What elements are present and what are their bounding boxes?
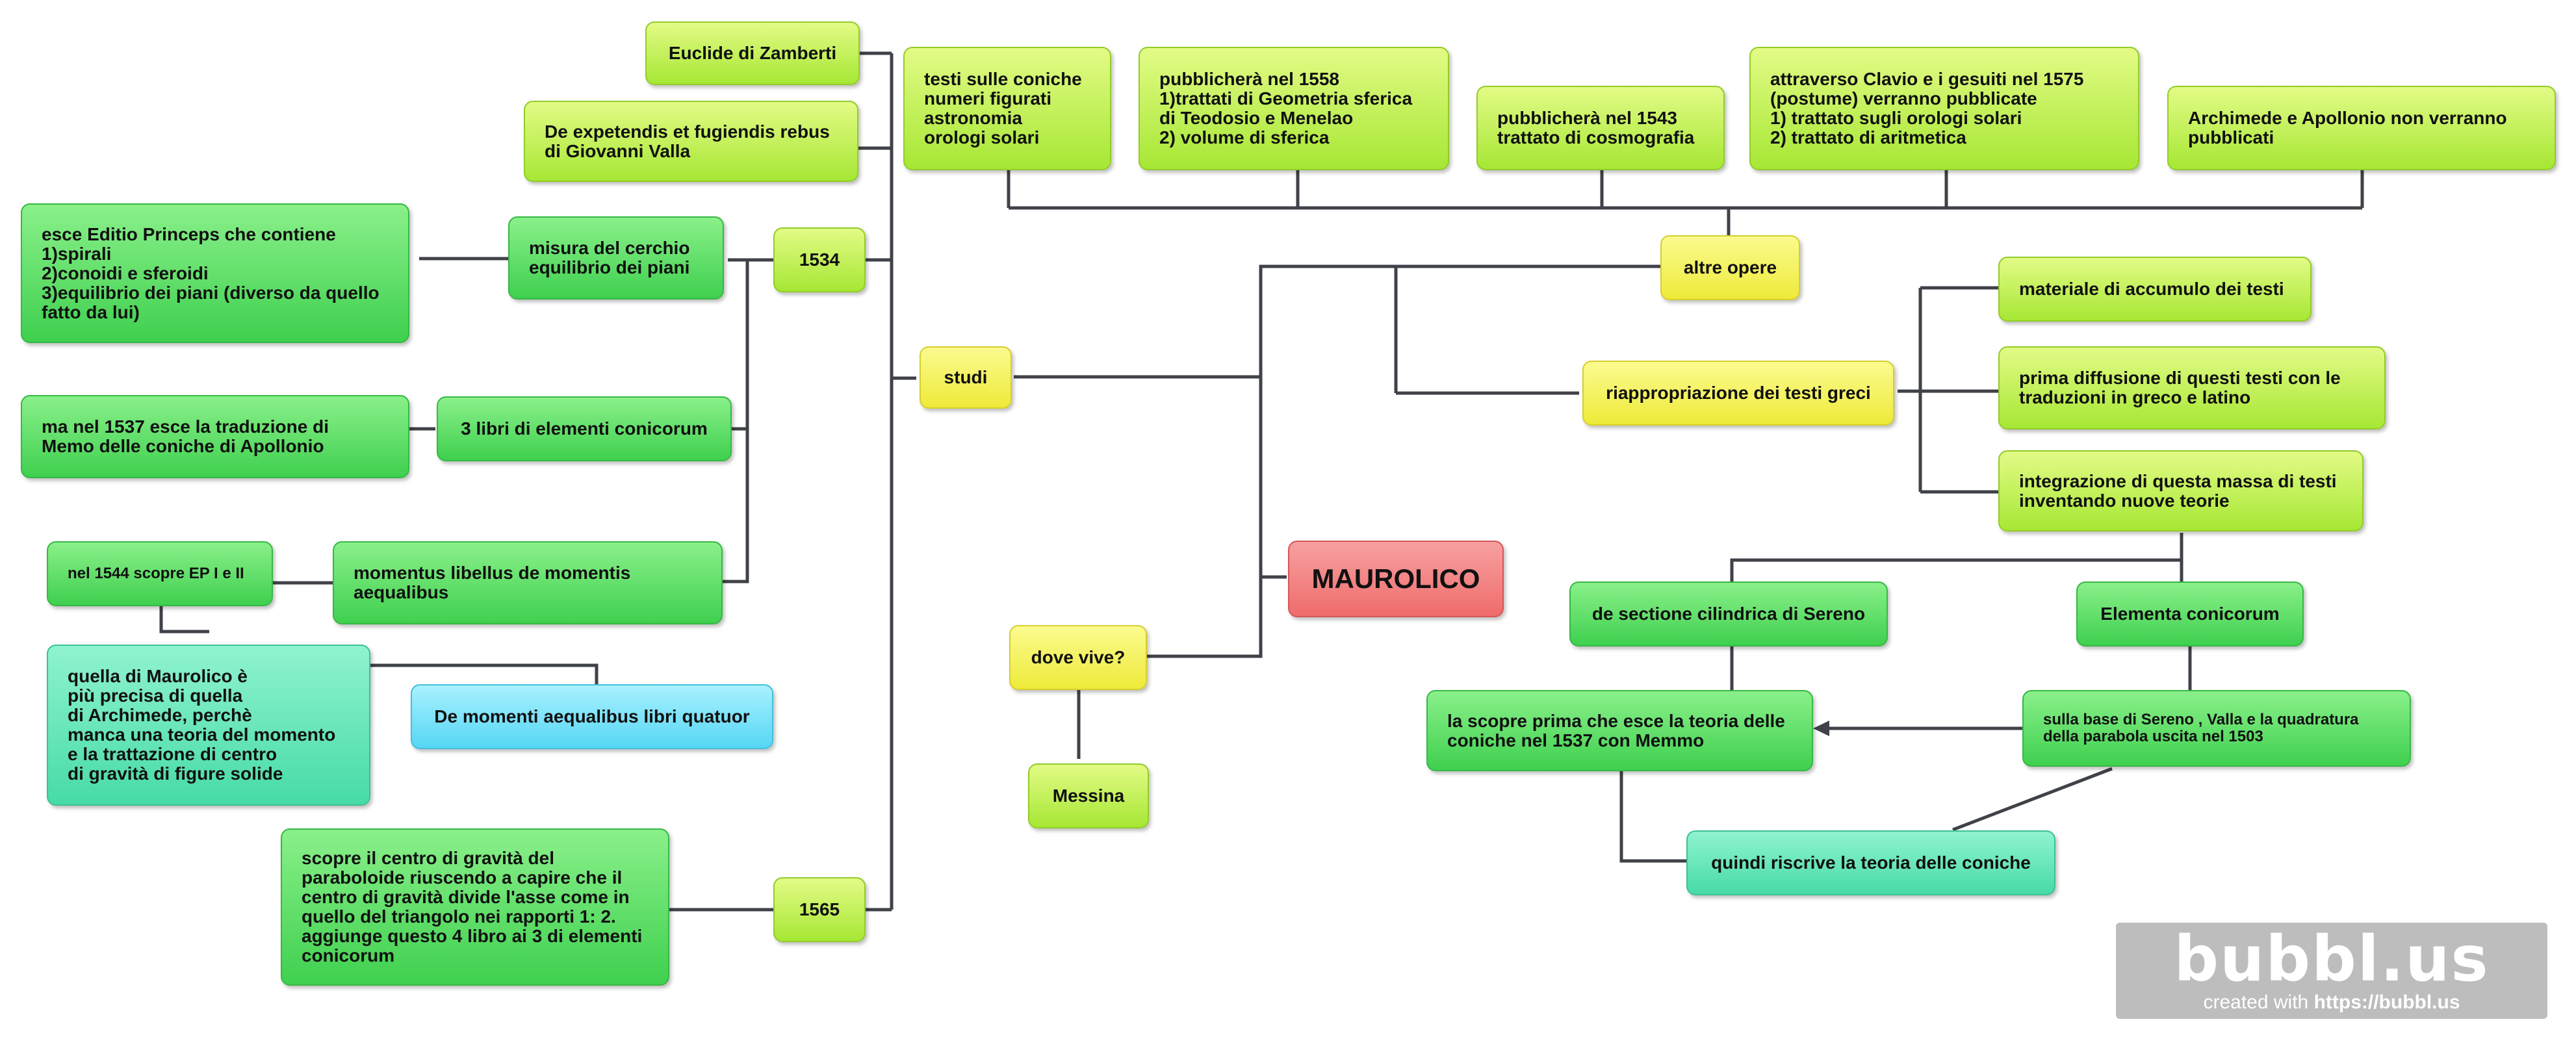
node-label: pubblicherà nel 1543 trattato di cosmogr… — [1497, 108, 1695, 147]
node-label: misura del cerchio equilibrio dei piani — [529, 238, 690, 277]
node-label: sulla base di Sereno , Valla e la quadra… — [2043, 711, 2359, 745]
node-label: 3 libri di elementi conicorum — [461, 418, 708, 439]
node-esce-editio[interactable]: esce Editio Princeps che contiene 1)spir… — [21, 203, 409, 343]
node-label: Euclide di Zamberti — [668, 43, 837, 63]
node-studi[interactable]: studi — [920, 346, 1012, 409]
node-quindi[interactable]: quindi riscrive la teoria delle coniche — [1686, 830, 2055, 895]
node-label: quindi riscrive la teoria delle coniche — [1711, 852, 2031, 873]
node-label: ma nel 1537 esce la traduzione di Memo d… — [42, 416, 329, 456]
node-maurolico[interactable]: MAUROLICO — [1288, 541, 1504, 617]
node-3-libri[interactable]: 3 libri di elementi conicorum — [437, 396, 732, 461]
node-label: riappropriazione dei testi greci — [1606, 383, 1871, 403]
node-riappropriazione[interactable]: riappropriazione dei testi greci — [1582, 361, 1894, 426]
node-label: integrazione di questa massa di testi in… — [2019, 470, 2337, 511]
node-label: Elementa conicorum — [2100, 604, 2280, 624]
node-nel-1544[interactable]: nel 1544 scopre EP I e II — [47, 541, 273, 606]
node-label: Archimede e Apollonio non verranno pubbl… — [2188, 108, 2507, 147]
node-label: attraverso Clavio e i gesuiti nel 1575 (… — [1770, 69, 2084, 147]
logo-wordmark: bubbl.us — [2174, 923, 2490, 995]
node-elementa[interactable]: Elementa conicorum — [2076, 582, 2304, 647]
node-testi-coniche[interactable]: testi sulle coniche numeri figurati astr… — [903, 47, 1111, 170]
node-label: De momenti aequalibus libri quatuor — [434, 706, 750, 726]
node-label: quella di Maurolico è più precisa di que… — [68, 666, 336, 784]
node-label: scopre il centro di gravità del parabolo… — [302, 848, 643, 966]
node-quella-di-maurolico[interactable]: quella di Maurolico è più precisa di que… — [47, 645, 370, 806]
node-label: nel 1544 scopre EP I e II — [68, 565, 244, 582]
node-pubblichera-1543[interactable]: pubblicherà nel 1543 trattato di cosmogr… — [1476, 86, 1725, 170]
node-materiale[interactable]: materiale di accumulo dei testi — [1998, 257, 2312, 322]
node-pubblichera-1558[interactable]: pubblicherà nel 1558 1)trattati di Geome… — [1139, 47, 1449, 170]
node-attraverso-clavio[interactable]: attraverso Clavio e i gesuiti nel 1575 (… — [1749, 47, 2139, 170]
node-1565[interactable]: 1565 — [773, 877, 866, 942]
bubblus-logo[interactable]: bubbl.us created with https://bubbl.us — [2116, 923, 2547, 1019]
node-euclide[interactable]: Euclide di Zamberti — [645, 21, 860, 85]
node-integrazione[interactable]: integrazione di questa massa di testi in… — [1998, 450, 2363, 531]
node-ma-nel-1537[interactable]: ma nel 1537 esce la traduzione di Memo d… — [21, 395, 409, 478]
node-misura[interactable]: misura del cerchio equilibrio dei piani — [508, 216, 724, 300]
node-la-scopre[interactable]: la scopre prima che esce la teoria delle… — [1426, 690, 1813, 771]
node-label: MAUROLICO — [1311, 563, 1480, 594]
node-dove-vive[interactable]: dove vive? — [1009, 625, 1147, 690]
node-label: esce Editio Princeps che contiene 1)spir… — [42, 224, 380, 322]
node-label: De expetendis et fugiendis rebus di Giov… — [545, 121, 830, 161]
node-label: altre opere — [1683, 257, 1777, 277]
node-sulla-base[interactable]: sulla base di Sereno , Valla e la quadra… — [2022, 690, 2411, 767]
logo-caption-prefix: created with — [2203, 992, 2314, 1013]
node-label: materiale di accumulo dei testi — [2019, 279, 2284, 299]
node-de-expetendis[interactable]: De expetendis et fugiendis rebus di Giov… — [524, 101, 858, 182]
node-scopre-centro[interactable]: scopre il centro di gravità del parabolo… — [281, 828, 669, 986]
node-label: momentus libellus de momentis aequalibus — [354, 563, 631, 602]
node-de-sectione[interactable]: de sectione cilindrica di Sereno — [1569, 582, 1888, 647]
node-prima-diffusione[interactable]: prima diffusione di questi testi con le … — [1998, 346, 2386, 429]
node-label: dove vive? — [1031, 647, 1126, 667]
node-label: 1565 — [799, 899, 840, 919]
node-label: 1534 — [799, 250, 840, 270]
node-altre-opere[interactable]: altre opere — [1660, 235, 1800, 300]
node-label: studi — [944, 367, 988, 387]
node-messina[interactable]: Messina — [1028, 763, 1149, 828]
node-label: pubblicherà nel 1558 1)trattati di Geome… — [1159, 69, 1413, 147]
node-archimede-apollonio[interactable]: Archimede e Apollonio non verranno pubbl… — [2167, 86, 2556, 170]
node-label: Messina — [1052, 786, 1125, 806]
node-momentus[interactable]: momentus libellus de momentis aequalibus — [333, 541, 723, 624]
node-label: de sectione cilindrica di Sereno — [1591, 604, 1866, 624]
node-1534[interactable]: 1534 — [773, 227, 866, 292]
logo-caption: created with https://bubbl.us — [2203, 992, 2460, 1014]
node-de-momenti[interactable]: De momenti aequalibus libri quatuor — [411, 684, 773, 749]
logo-caption-url: https://bubbl.us — [2313, 992, 2460, 1013]
node-label: testi sulle coniche numeri figurati astr… — [924, 69, 1082, 147]
node-label: prima diffusione di questi testi con le … — [2019, 368, 2341, 407]
node-label: la scopre prima che esce la teoria delle… — [1447, 710, 1785, 750]
